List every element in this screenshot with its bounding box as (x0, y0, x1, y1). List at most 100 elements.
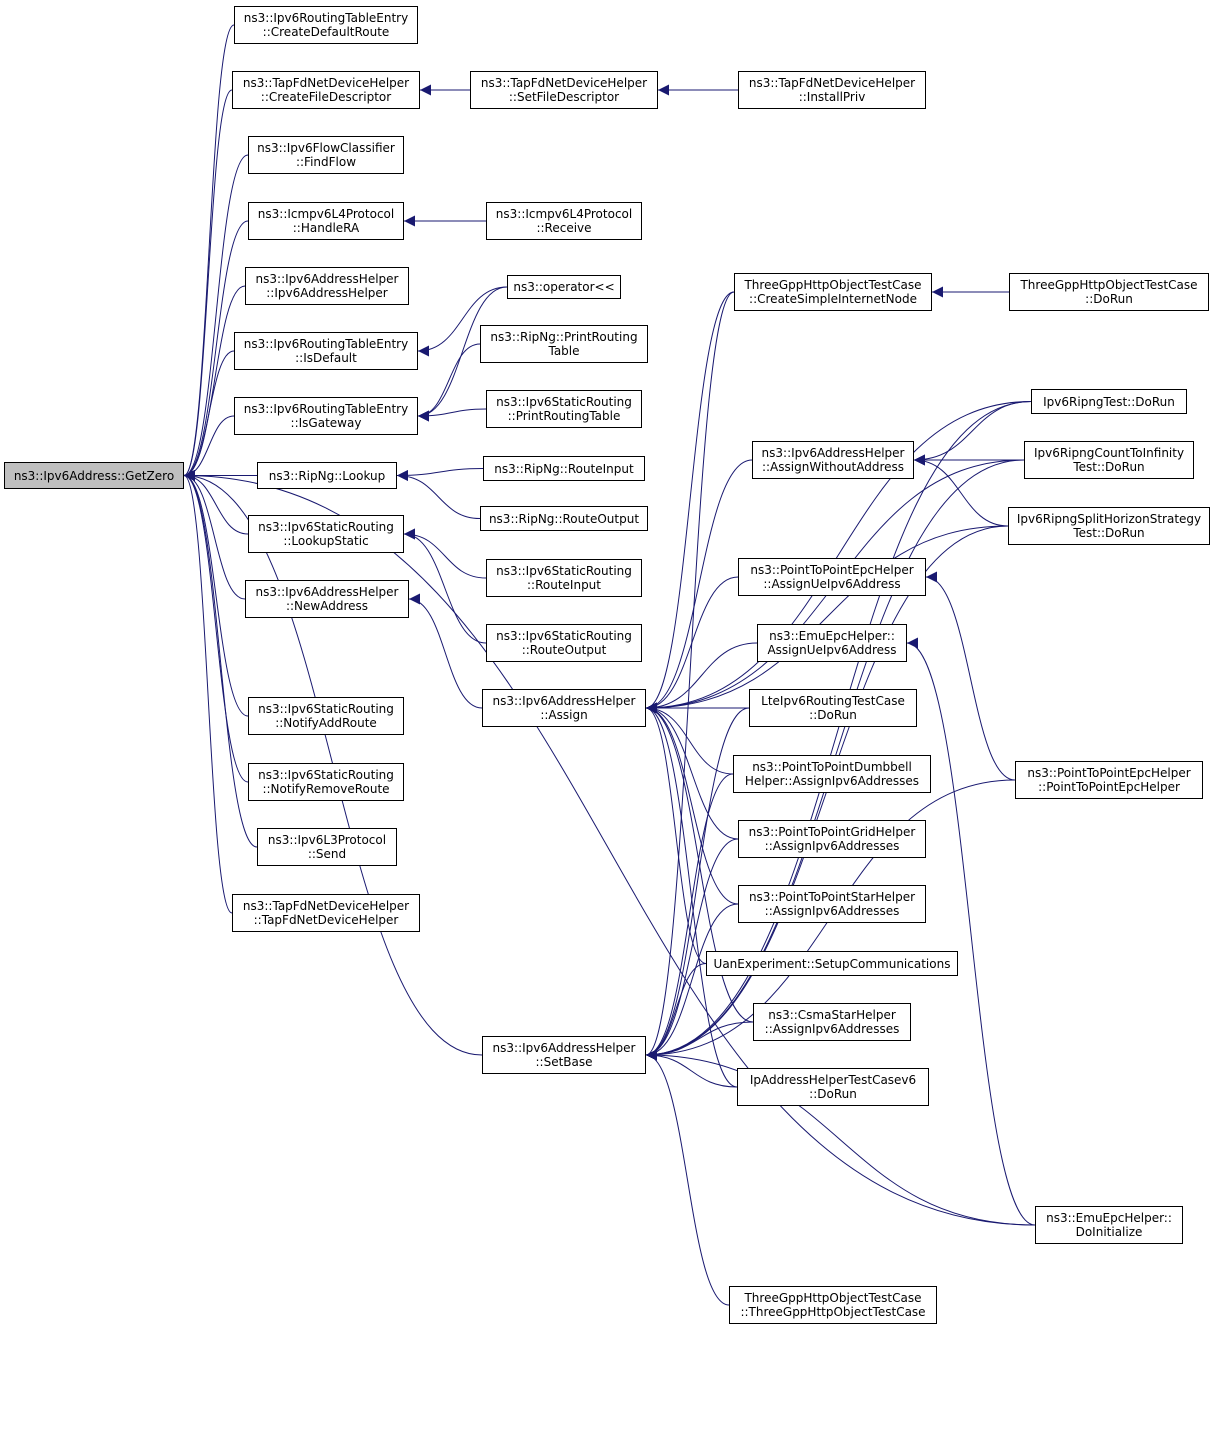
node-label-line: ns3::Ipv6StaticRouting (496, 564, 632, 578)
graph-node-ripng-test[interactable]: Ipv6RipngTest::DoRun (1031, 389, 1187, 414)
graph-node-emu-au[interactable]: ns3::EmuEpcHelper::AssignUeIpv6Address (757, 624, 907, 662)
edge-uan-sc-to-aha-sb (645, 963, 707, 1061)
edge-tap-cfd-to-root (183, 89, 233, 481)
node-label-line: ns3::Ipv6StaticRouting (496, 395, 632, 409)
graph-node-rte-cdr[interactable]: ns3::Ipv6RoutingTableEntry::CreateDefaul… (234, 6, 418, 44)
graph-node-tap-cfd[interactable]: ns3::TapFdNetDeviceHelper::CreateFileDes… (232, 71, 420, 109)
node-label-line: ns3::Ipv6StaticRouting (258, 520, 394, 534)
graph-node-csma-star[interactable]: ns3::CsmaStarHelper::AssignIpv6Addresses (753, 1003, 911, 1041)
graph-node-root[interactable]: ns3::Ipv6Address::GetZero (4, 462, 184, 489)
graph-node-ripng-ro[interactable]: ns3::RipNg::RouteOutput (480, 506, 648, 531)
node-label-line: UanExperiment::SetupCommunications (713, 956, 951, 971)
graph-node-sr-nar[interactable]: ns3::Ipv6StaticRouting::NotifyAddRoute (248, 697, 404, 735)
node-label-line: ::PrintRoutingTable (507, 409, 621, 423)
graph-node-sr-ls[interactable]: ns3::Ipv6StaticRouting::LookupStatic (248, 515, 404, 553)
graph-node-http-dorun[interactable]: ThreeGppHttpObjectTestCase::DoRun (1009, 273, 1209, 311)
graph-node-p2pepc-ctor[interactable]: ns3::PointToPointEpcHelper::PointToPoint… (1015, 761, 1203, 799)
node-label-line: LteIpv6RoutingTestCase (761, 694, 905, 708)
graph-node-lte-rt[interactable]: LteIpv6RoutingTestCase::DoRun (749, 689, 917, 727)
graph-node-sr-nrr[interactable]: ns3::Ipv6StaticRouting::NotifyRemoveRout… (248, 763, 404, 801)
node-label-line: ::CreateSimpleInternetNode (749, 292, 917, 306)
graph-node-icmp-hra[interactable]: ns3::Icmpv6L4Protocol::HandleRA (248, 202, 404, 240)
node-label-line: ns3::RipNg::RouteOutput (488, 511, 640, 526)
graph-node-rte-isd[interactable]: ns3::Ipv6RoutingTableEntry::IsDefault (234, 332, 418, 370)
graph-node-aha-ctor[interactable]: ns3::Ipv6AddressHelper::Ipv6AddressHelpe… (245, 267, 409, 305)
graph-node-sr-ri[interactable]: ns3::Ipv6StaticRouting::RouteInput (486, 559, 642, 597)
node-label-line: ThreeGppHttpObjectTestCase (1020, 278, 1198, 292)
node-label-line: ns3::EmuEpcHelper:: (1046, 1211, 1172, 1225)
graph-node-uan-sc[interactable]: UanExperiment::SetupCommunications (706, 951, 958, 976)
graph-node-p2pepc-au[interactable]: ns3::PointToPointEpcHelper::AssignUeIpv6… (738, 558, 926, 596)
node-label-line: ::IsDefault (295, 351, 357, 365)
edge-op-ll-to-rte-isd (417, 286, 508, 357)
graph-node-l3-send[interactable]: ns3::Ipv6L3Protocol::Send (257, 828, 397, 866)
edge-p2pstar-to-aha-sb (645, 903, 739, 1061)
graph-node-op-ll[interactable]: ns3::operator<< (507, 275, 621, 299)
graph-node-rte-isg[interactable]: ns3::Ipv6RoutingTableEntry::IsGateway (234, 397, 418, 435)
graph-node-tap-ip[interactable]: ns3::TapFdNetDeviceHelper::InstallPriv (738, 71, 926, 109)
edge-ripng-shs-to-aha-awa (913, 454, 1009, 527)
edge-aha-na-to-root (183, 470, 246, 600)
edge-p2pgrid-to-aha-sb (645, 838, 739, 1061)
node-label-line: ::InstallPriv (798, 90, 866, 104)
graph-node-sr-ro[interactable]: ns3::Ipv6StaticRouting::RouteOutput (486, 624, 642, 662)
node-label-line: ns3::Ipv6RoutingTableEntry (243, 337, 409, 351)
node-label-line: ::AssignIpv6Addresses (764, 839, 900, 853)
node-label-line: ::DoRun (1085, 292, 1133, 306)
edge-emu-init-to-emu-au (906, 637, 1036, 1226)
graph-node-tap-ctor[interactable]: ns3::TapFdNetDeviceHelper::TapFdNetDevic… (232, 894, 420, 932)
node-label-line: ns3::Ipv6StaticRouting (258, 768, 394, 782)
graph-node-ripng-lk[interactable]: ns3::RipNg::Lookup (257, 462, 397, 489)
node-label-line: IpAddressHelperTestCasev6 (749, 1073, 917, 1087)
node-label-line: ns3::RipNg::Lookup (268, 468, 386, 483)
node-label-line: ns3::Ipv6AddressHelper (761, 446, 905, 460)
graph-node-icmp-rcv[interactable]: ns3::Icmpv6L4Protocol::Receive (486, 202, 642, 240)
graph-node-http-ctor[interactable]: ThreeGppHttpObjectTestCase::ThreeGppHttp… (729, 1286, 937, 1324)
graph-node-aha-as[interactable]: ns3::Ipv6AddressHelper::Assign (482, 689, 646, 727)
graph-node-ripng-ri[interactable]: ns3::RipNg::RouteInput (483, 456, 645, 481)
graph-node-http-csin[interactable]: ThreeGppHttpObjectTestCase::CreateSimple… (734, 273, 932, 311)
edge-ripng-shs-to-aha-as (645, 525, 1009, 714)
node-label-line: ns3::RipNg::PrintRouting (490, 330, 638, 344)
edge-tap-ctor-to-root (183, 470, 233, 914)
node-label-line: Helper::AssignIpv6Addresses (744, 774, 920, 788)
node-label-line: AssignUeIpv6Address (767, 643, 897, 657)
edge-ripng-prt-to-rte-isg (417, 343, 481, 422)
node-label-line: Ipv6RipngCountToInfinity (1033, 446, 1185, 460)
node-label-line: ns3::PointToPointEpcHelper (750, 563, 914, 577)
graph-node-emu-init[interactable]: ns3::EmuEpcHelper::DoInitialize (1035, 1206, 1183, 1244)
node-label-line: ::SetBase (535, 1055, 593, 1069)
graph-node-aha-sb[interactable]: ns3::Ipv6AddressHelper::SetBase (482, 1036, 646, 1074)
edge-http-csin-to-aha-sb (645, 291, 735, 1061)
node-label-line: ns3::operator<< (513, 280, 615, 294)
node-label-line: ::Assign (540, 708, 588, 722)
node-label-line: ::Send (307, 847, 347, 861)
graph-node-p2pgrid[interactable]: ns3::PointToPointGridHelper::AssignIpv6A… (738, 820, 926, 858)
graph-node-fc-ff[interactable]: ns3::Ipv6FlowClassifier::FindFlow (248, 136, 404, 174)
graph-node-ipah-test[interactable]: IpAddressHelperTestCasev6::DoRun (737, 1068, 929, 1106)
edge-emu-init-to-aha-sb (645, 1049, 1036, 1226)
node-label-line: Test::DoRun (1073, 460, 1145, 474)
node-label-line: ::Receive (536, 221, 592, 235)
edge-l3-send-to-root (183, 470, 258, 848)
graph-node-aha-na[interactable]: ns3::Ipv6AddressHelper::NewAddress (245, 580, 409, 618)
edge-http-ctor-to-aha-sb (645, 1049, 730, 1306)
edge-rte-isg-to-root (183, 415, 235, 481)
node-label-line: ::DoRun (809, 708, 857, 722)
graph-node-aha-awa[interactable]: ns3::Ipv6AddressHelper::AssignWithoutAdd… (752, 441, 914, 479)
node-label-line: ns3::PointToPointDumbbell (752, 760, 912, 774)
graph-node-sr-prt[interactable]: ns3::Ipv6StaticRouting::PrintRoutingTabl… (486, 390, 642, 428)
node-label-line: ns3::TapFdNetDeviceHelper (748, 76, 916, 90)
edge-sr-nrr-to-root (183, 470, 249, 783)
node-label-line: ns3::Ipv6StaticRouting (496, 629, 632, 643)
graph-node-tap-sfd[interactable]: ns3::TapFdNetDeviceHelper::SetFileDescri… (470, 71, 658, 109)
node-label-line: ::HandleRA (292, 221, 360, 235)
graph-node-p2pstar[interactable]: ns3::PointToPointStarHelper::AssignIpv6A… (738, 885, 926, 923)
edge-ipah-test-to-aha-sb (645, 1049, 738, 1088)
edge-p2pstar-to-aha-as (645, 702, 739, 905)
node-label-line: ns3::Ipv6L3Protocol (267, 833, 387, 847)
